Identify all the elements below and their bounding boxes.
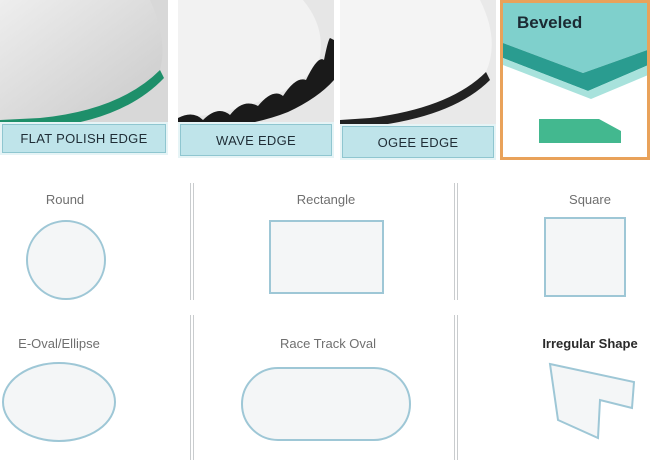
irregular-shape-icon[interactable] <box>546 360 638 442</box>
flat-polish-edge-label: FLAT POLISH EDGE <box>0 122 168 155</box>
shape-label-square: Square <box>569 192 611 207</box>
shape-label-e-oval: E-Oval/Ellipse <box>18 336 100 351</box>
edge-option-ogee[interactable]: OGEE EDGE <box>340 0 496 160</box>
beveled-edge-label: Beveled <box>517 13 583 32</box>
rectangle-shape-icon[interactable] <box>268 219 386 295</box>
round-shape-icon[interactable] <box>24 218 108 302</box>
shape-label-irregular: Irregular Shape <box>542 336 638 351</box>
ogee-edge-label: OGEE EDGE <box>340 124 496 160</box>
shape-label-round: Round <box>45 192 85 207</box>
divider <box>454 315 458 460</box>
edge-option-flat-polish[interactable]: FLAT POLISH EDGE <box>0 0 168 155</box>
square-shape-icon[interactable] <box>543 216 627 298</box>
divider <box>454 183 458 300</box>
edge-option-beveled[interactable]: Beveled <box>500 0 650 160</box>
beveled-edge-image <box>503 3 647 143</box>
e-oval-shape-icon[interactable] <box>0 360 118 444</box>
divider <box>190 315 194 460</box>
divider <box>190 183 194 300</box>
wave-edge-label: WAVE EDGE <box>178 122 334 158</box>
shape-label-rectangle: Rectangle <box>296 192 356 207</box>
shape-label-race-track: Race Track Oval <box>279 336 377 351</box>
race-track-shape-icon[interactable] <box>240 366 412 442</box>
edge-option-wave[interactable]: WAVE EDGE <box>178 0 334 160</box>
